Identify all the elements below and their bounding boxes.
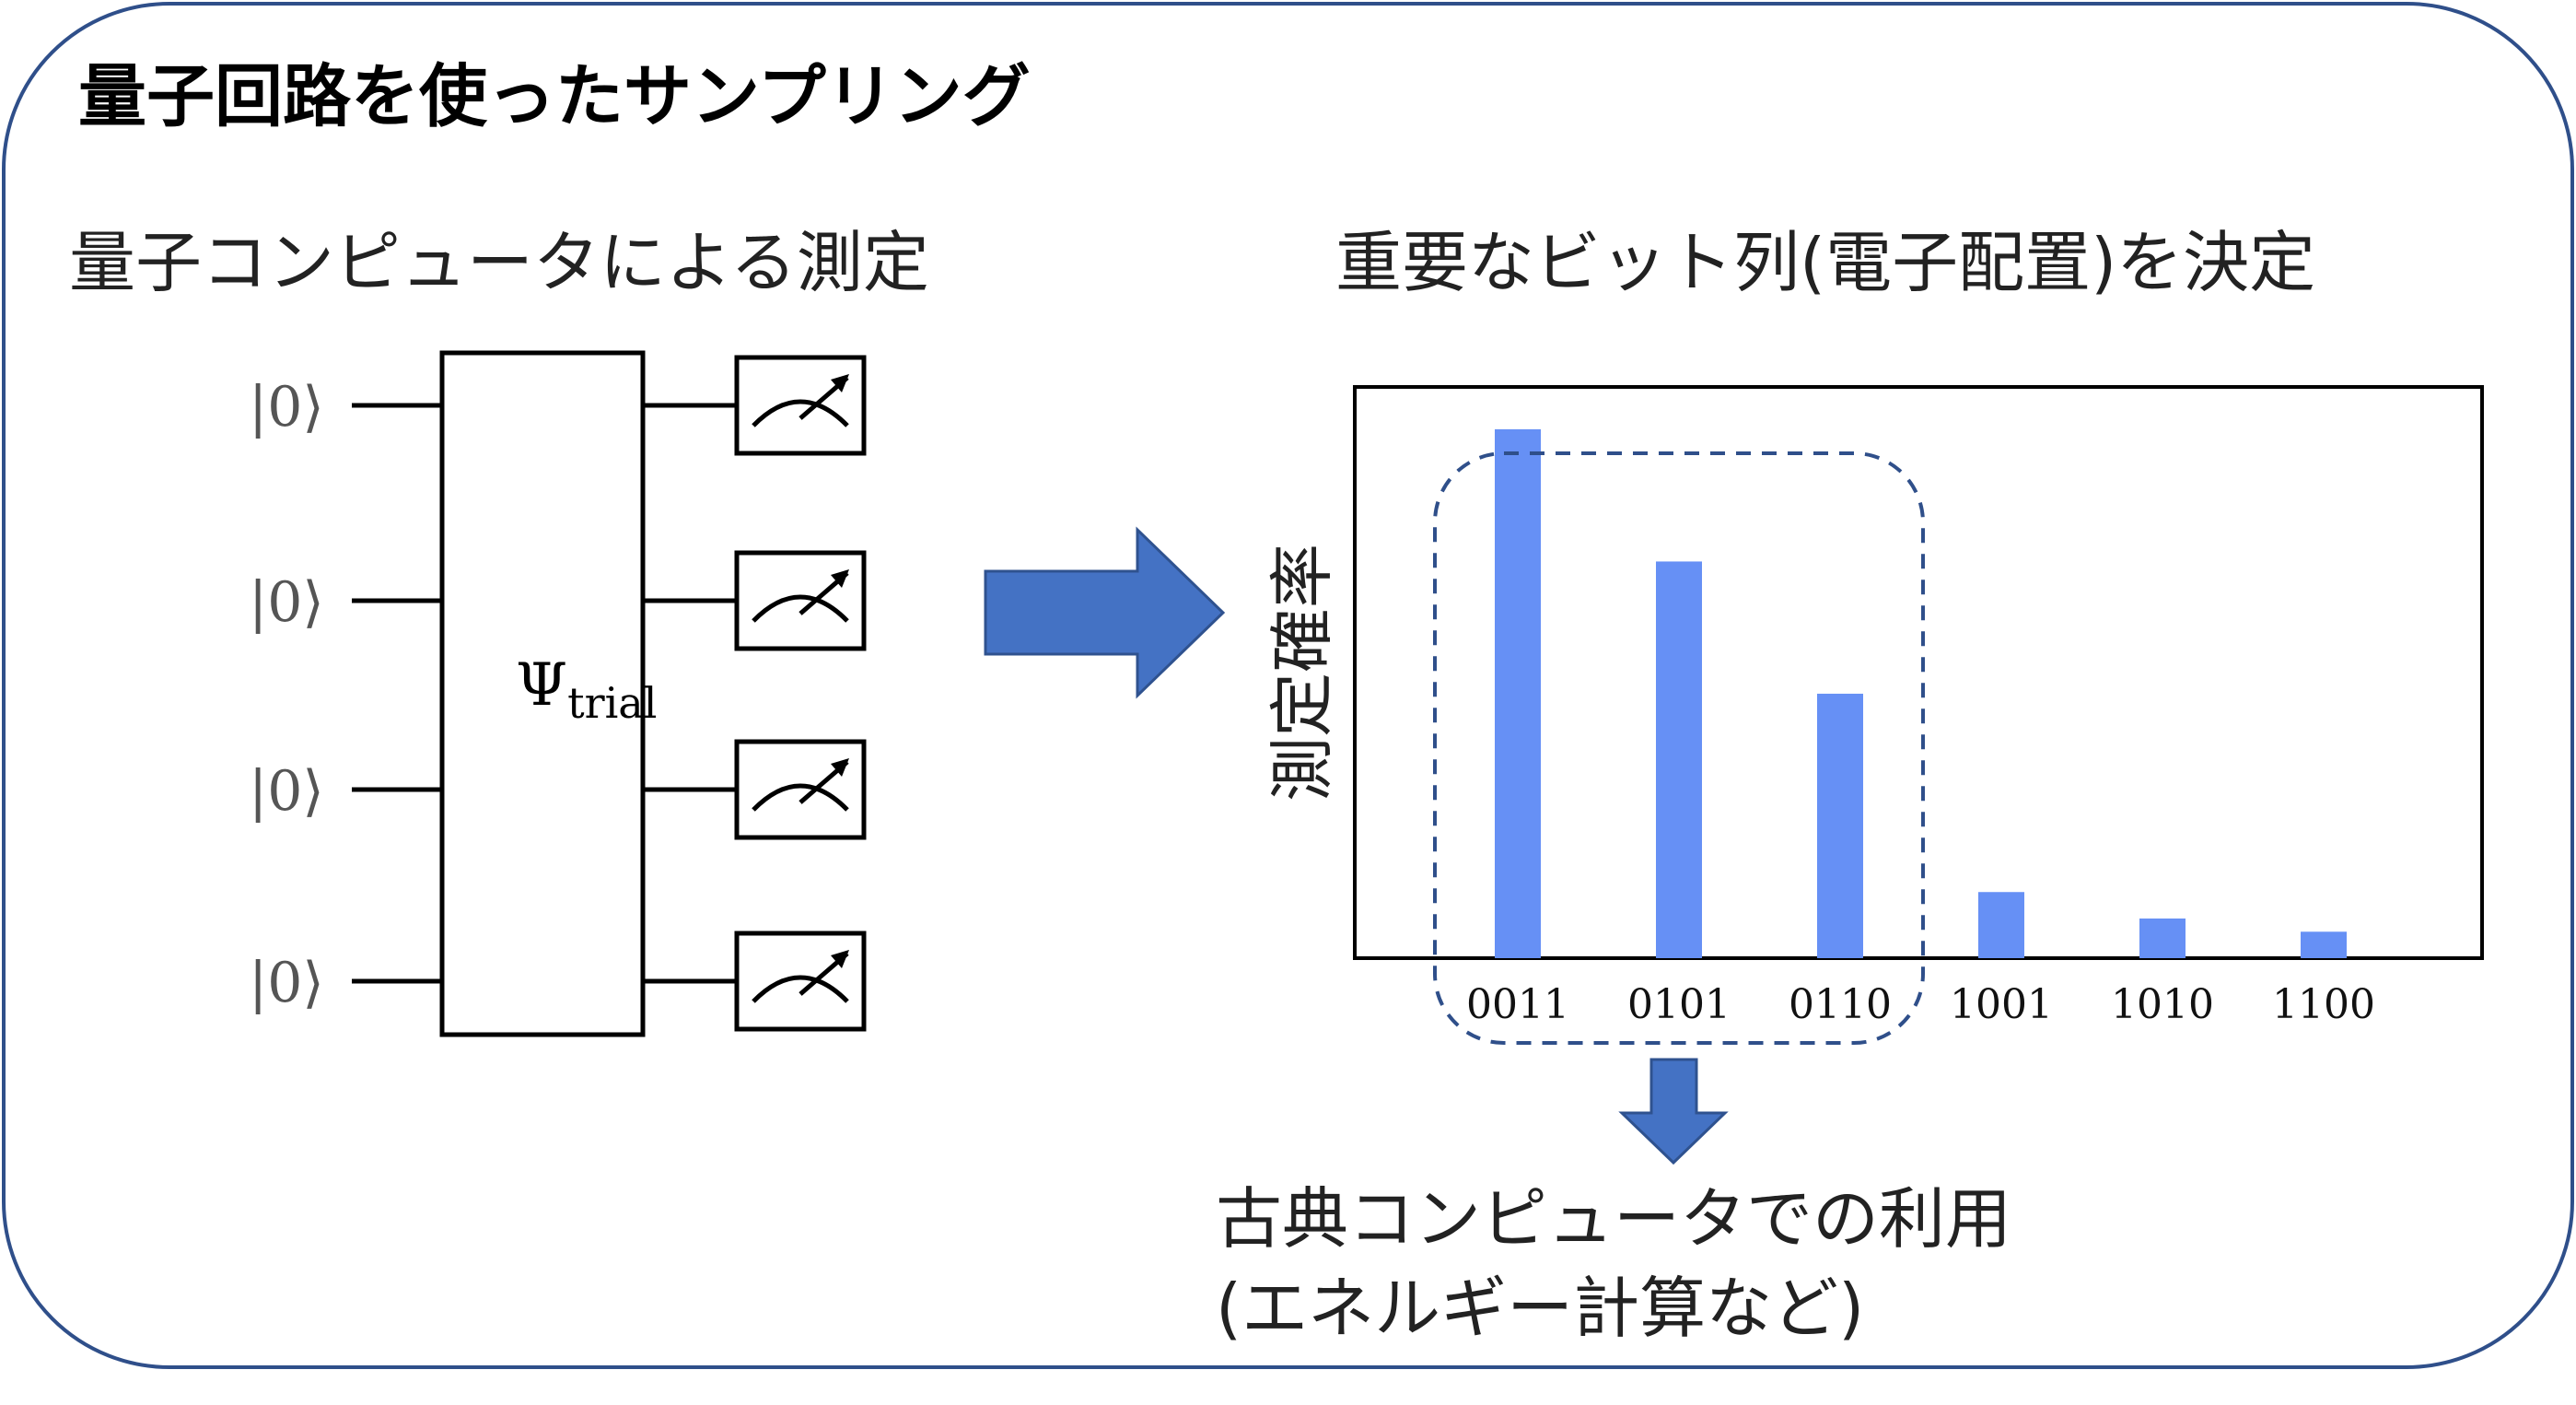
chart-frame [1353, 385, 2484, 960]
meter-box [734, 355, 867, 456]
bar-chart: 0011 0101 0110 1001 1010 1100 測定確率 [1265, 385, 2484, 1045]
x-tick-label: 0101 [1627, 981, 1731, 1028]
meter-needle-tip [831, 758, 849, 777]
tick-labels-layer: 0011 0101 0110 1001 1010 1100 [1466, 981, 2375, 1028]
qubit-state-label: |0⟩ [249, 951, 324, 1015]
meter-needle-tip [831, 569, 849, 588]
qubit-state-label: |0⟩ [249, 375, 324, 439]
panel-border [2, 2, 2574, 1369]
bar-1010 [2139, 918, 2186, 958]
right-arrow [984, 526, 1226, 699]
meter-arc [752, 399, 849, 427]
measurement-meter-icon [734, 355, 867, 456]
down-arrow [1618, 1058, 1729, 1165]
gate-label: Ψtrial [516, 651, 657, 728]
meter-box [734, 931, 867, 1032]
bar-0110 [1817, 693, 1863, 958]
quantum-circuit: Ψtrial |0⟩ |0⟩ |0⟩ |0⟩ [249, 350, 867, 1037]
meter-arc [752, 975, 849, 1003]
meter-needle-tip [831, 950, 849, 968]
bottom-text-line1: 古典コンピュータでの利用 [1216, 1180, 2011, 1258]
gate-subscript: trial [567, 678, 657, 728]
gate-symbol: Ψ [516, 651, 567, 720]
measurement-meter-icon [734, 739, 867, 840]
bar-0101 [1656, 561, 1702, 958]
bars-layer [1495, 428, 2347, 959]
panel-title: 量子回路を使ったサンプリング [78, 57, 1031, 136]
x-tick-label: 1001 [1950, 981, 2053, 1028]
bar-1100 [2301, 931, 2347, 958]
x-tick-label: 0011 [1466, 981, 1569, 1028]
qubit-state-label: |0⟩ [249, 570, 324, 635]
meter-box [734, 739, 867, 840]
measurement-meter-icon [734, 550, 867, 651]
bottom-text-line2: (エネルギー計算など) [1216, 1270, 1864, 1347]
meter-arc [752, 783, 849, 812]
x-tick-label: 0110 [1789, 981, 1892, 1028]
meter-box [734, 550, 867, 651]
trial-state-gate [439, 350, 646, 1037]
meter-arc [752, 594, 849, 623]
qubit-state-label: |0⟩ [249, 759, 324, 824]
measurement-meter-icon [734, 931, 867, 1032]
bar-0011 [1495, 428, 1541, 959]
highlight-box [1433, 451, 1925, 1045]
meter-needle-tip [831, 374, 849, 392]
x-tick-label: 1010 [2111, 981, 2214, 1028]
y-axis-label: 測定確率 [1265, 544, 1340, 802]
x-tick-label: 1100 [2272, 981, 2375, 1028]
left-heading: 量子コンピュータによる測定 [69, 224, 929, 301]
bar-1001 [1978, 892, 2024, 958]
right-heading: 重要なビット列(電子配置)を決定 [1335, 224, 2315, 301]
